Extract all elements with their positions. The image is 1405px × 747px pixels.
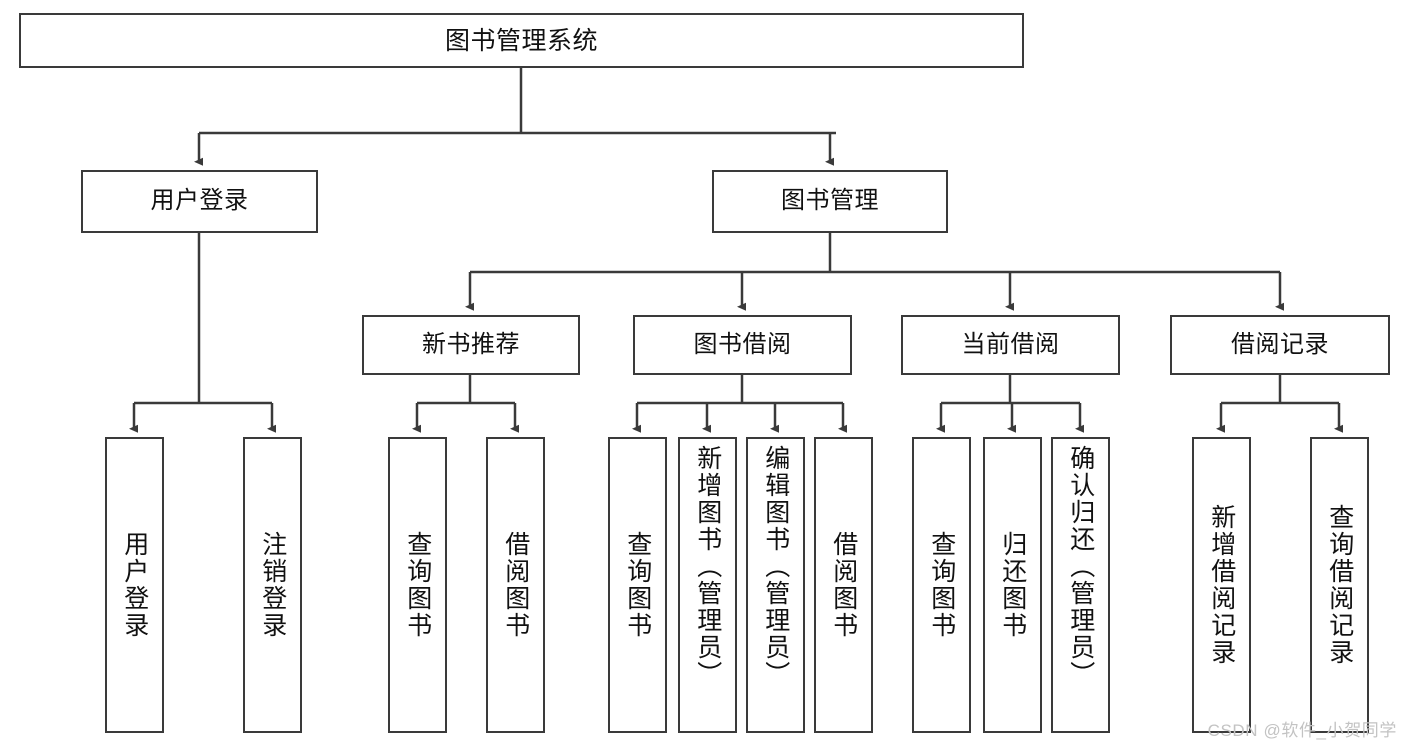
- node-leaf-query-books-borrow[interactable]: 查询图书: [608, 437, 667, 733]
- node-label: 图书管理系统: [444, 26, 598, 55]
- node-current-borrowing[interactable]: 当前借阅: [901, 315, 1120, 375]
- node-leaf-user-login[interactable]: 用户登录: [105, 437, 164, 733]
- csdn-watermark: CSDN @软件_小贺同学: [1207, 721, 1397, 740]
- node-leaf-borrow-books[interactable]: 借阅图书: [814, 437, 873, 733]
- node-label: 当前借阅: [961, 330, 1060, 358]
- node-new-book-recommendation[interactable]: 新书推荐: [362, 315, 580, 375]
- node-label: 借阅记录: [1231, 330, 1329, 358]
- node-book-borrowing[interactable]: 图书借阅: [633, 315, 852, 375]
- node-leaf-confirm-return-admin[interactable]: 确认归还（管理员）: [1051, 437, 1110, 733]
- node-label: 借阅图书: [829, 531, 858, 639]
- node-borrowing-record[interactable]: 借阅记录: [1170, 315, 1390, 375]
- node-user-login[interactable]: 用户登录: [81, 170, 318, 233]
- node-leaf-add-book-admin[interactable]: 新增图书（管理员）: [678, 437, 737, 733]
- node-label: 新书推荐: [422, 330, 520, 358]
- node-label: 查询图书: [403, 531, 432, 639]
- node-label: 确认归还（管理员）: [1066, 445, 1095, 688]
- node-label: 用户登录: [120, 531, 149, 639]
- node-leaf-edit-book-admin[interactable]: 编辑图书（管理员）: [746, 437, 805, 733]
- node-leaf-borrow-books-new-book[interactable]: 借阅图书: [486, 437, 545, 733]
- node-root-book-management-system[interactable]: 图书管理系统: [19, 13, 1024, 68]
- node-label: 查询图书: [927, 531, 956, 639]
- node-label: 图书管理: [781, 187, 879, 215]
- node-label: 用户登录: [150, 187, 249, 215]
- node-label: 图书借阅: [693, 330, 792, 358]
- node-leaf-query-books-current[interactable]: 查询图书: [912, 437, 971, 733]
- node-leaf-add-borrow-record[interactable]: 新增借阅记录: [1192, 437, 1251, 733]
- node-leaf-query-books-new-book[interactable]: 查询图书: [388, 437, 447, 733]
- node-label: 查询借阅记录: [1325, 504, 1354, 666]
- node-leaf-return-books[interactable]: 归还图书: [983, 437, 1042, 733]
- node-label: 借阅图书: [501, 531, 530, 639]
- node-label: 新增借阅记录: [1207, 504, 1236, 666]
- node-label: 新增图书（管理员）: [693, 445, 722, 688]
- node-leaf-logout[interactable]: 注销登录: [243, 437, 302, 733]
- node-label: 归还图书: [998, 531, 1027, 639]
- node-leaf-query-borrow-record[interactable]: 查询借阅记录: [1310, 437, 1369, 733]
- node-book-management[interactable]: 图书管理: [712, 170, 948, 233]
- node-label: 注销登录: [258, 531, 287, 639]
- node-label: 编辑图书（管理员）: [761, 445, 790, 688]
- node-label: 查询图书: [623, 531, 652, 639]
